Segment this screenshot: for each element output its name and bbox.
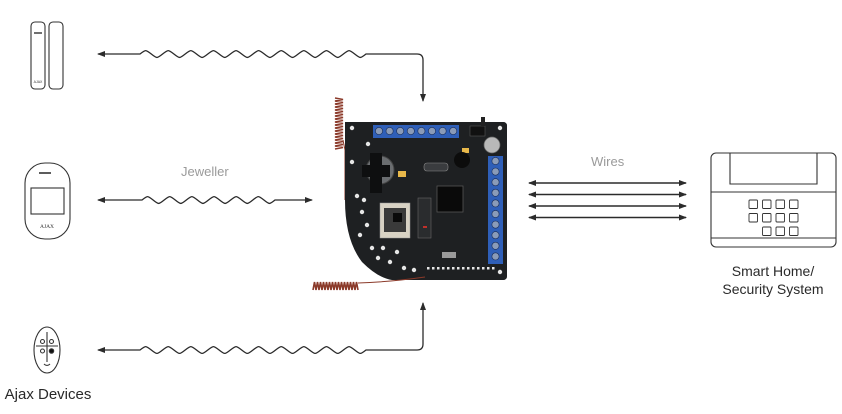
terminal-screw	[438, 127, 447, 135]
terminal-screw	[417, 127, 426, 135]
wire-bundle	[528, 180, 687, 221]
terminal-block-top	[373, 125, 459, 138]
pcb-hole	[394, 249, 400, 255]
pcb-pad	[442, 267, 445, 270]
keypad-key	[762, 213, 772, 223]
pcb-hole	[401, 265, 407, 271]
door-sensor-icon: AJAX	[30, 21, 64, 90]
terminal-screw	[491, 220, 500, 229]
keypad-key	[762, 199, 772, 209]
pcb-hole	[387, 259, 393, 265]
control-panel-icon	[710, 152, 837, 248]
pcb-pad	[477, 267, 480, 270]
svg-text:AJAX: AJAX	[40, 224, 54, 230]
pcb-pad	[432, 267, 435, 270]
pcb-pad	[447, 267, 450, 270]
pcb-pad	[482, 267, 485, 270]
pcb-pad	[427, 267, 430, 270]
pcb-hole	[364, 222, 370, 228]
pcb-hole	[497, 125, 503, 131]
terminal-screw	[491, 167, 500, 176]
terminal-screw	[396, 127, 405, 135]
terminal-screw	[385, 127, 394, 135]
pcb-pad	[492, 267, 495, 270]
antenna-top	[334, 97, 346, 200]
keypad-key	[789, 213, 799, 223]
pcb-hole	[497, 269, 503, 275]
pcb-hole	[380, 245, 386, 251]
keyfob-icon	[33, 326, 61, 374]
terminal-screw	[428, 127, 436, 135]
pcb-pad	[487, 267, 490, 270]
pcb-hole	[361, 197, 367, 203]
target-caption-line2: Security System	[722, 281, 824, 297]
wires-label: Wires	[591, 154, 625, 169]
target-caption: Smart Home/ Security System	[700, 262, 842, 298]
pcb-board-icon	[312, 97, 507, 291]
keypad-key	[775, 213, 785, 223]
terminal-screw	[491, 252, 500, 261]
jeweller-label: Jeweller	[181, 164, 229, 179]
pcb-hole	[349, 125, 355, 131]
keypad-key	[789, 226, 799, 236]
terminal-screw	[491, 210, 500, 218]
pcb-hole	[411, 267, 417, 273]
radio-link-bottom	[97, 302, 426, 355]
keypad-key	[748, 213, 758, 223]
svg-text:AJAX: AJAX	[34, 80, 43, 84]
keypad-key	[748, 199, 758, 209]
keypad-key	[762, 226, 772, 236]
antenna-bottom	[312, 276, 426, 291]
pcb-hole	[365, 141, 371, 147]
keypad-key	[789, 199, 799, 209]
pcb-pad	[437, 267, 440, 270]
terminal-screw	[491, 157, 500, 165]
keypad-key	[775, 199, 785, 209]
terminal-screw	[491, 231, 500, 240]
pcb-hole	[359, 209, 365, 215]
devices-caption: Ajax Devices	[4, 386, 92, 403]
terminal-screw	[491, 188, 500, 197]
motion-detector-icon: AJAX	[24, 162, 71, 240]
radio-link-top	[97, 49, 426, 102]
terminal-screw	[375, 127, 383, 135]
pcb-pad	[472, 267, 475, 270]
target-caption-line1: Smart Home/	[731, 263, 815, 279]
terminal-screw	[491, 199, 500, 208]
pcb-hole	[354, 193, 360, 199]
keypad-key	[775, 226, 785, 236]
terminal-screw	[491, 178, 500, 187]
pcb-pad	[467, 267, 470, 270]
pcb-hole	[375, 255, 381, 261]
pcb-hole	[357, 232, 363, 238]
pcb-pad	[457, 267, 460, 270]
pcb-hole	[349, 159, 355, 165]
terminal-screw	[449, 127, 458, 135]
terminal-screw	[406, 127, 415, 135]
terminal-screw	[491, 241, 500, 250]
pcb-pad	[452, 267, 455, 270]
pcb-pad	[462, 267, 465, 270]
radio-link-middle	[97, 195, 313, 205]
pcb-hole	[369, 245, 375, 251]
